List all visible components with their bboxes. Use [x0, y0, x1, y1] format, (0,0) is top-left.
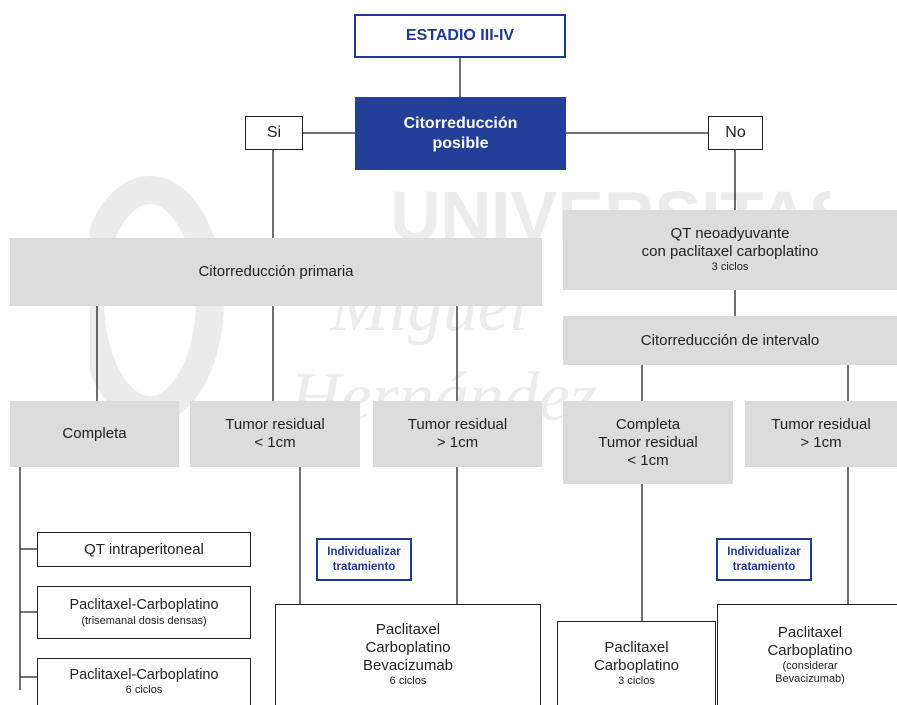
pc-six-line1: Paclitaxel-Carboplatino: [69, 666, 219, 683]
individualize-right-box: Individualizar tratamiento: [716, 538, 812, 581]
pcb-line3: Bevacizumab: [362, 657, 454, 675]
qt-intraperitoneal-box: QT intraperitoneal: [37, 532, 251, 567]
residual-lt-line2: < 1cm: [254, 434, 296, 451]
residual-gt-right-line2: > 1cm: [800, 434, 842, 451]
pc-bev-box: Paclitaxel Carboplatino (considerar Beva…: [717, 604, 897, 705]
interval-cytoreduction-box: Citorreducción de intervalo: [563, 316, 897, 365]
individualize-left-box: Individualizar tratamiento: [316, 538, 412, 581]
no-label: No: [725, 124, 746, 142]
complete-residual-line3: < 1cm: [627, 451, 669, 469]
qt-intraperitoneal-label: QT intraperitoneal: [84, 540, 204, 558]
individualize-left-line1: Individualizar: [327, 546, 401, 559]
complete-residual-line2: Tumor residual: [598, 433, 698, 451]
pcb-line4: 6 ciclos: [389, 675, 427, 688]
neoadjuvant-line1: QT neoadyuvante: [670, 225, 790, 243]
pc-bev-line4: Bevacizumab): [775, 673, 845, 685]
pc-dense-box: Paclitaxel-Carboplatino (trisemanal dosi…: [37, 586, 251, 639]
cytoreduction-possible-box: Citorreducción posible: [355, 97, 566, 170]
cytoreduction-possible-line1: Citorreducción: [403, 115, 518, 133]
neoadjuvant-cycles: 3 ciclos: [711, 261, 749, 274]
residual-gt-line2: > 1cm: [436, 434, 479, 451]
pc-three-line2: Carboplatino: [593, 656, 680, 674]
pc-three-box: Paclitaxel Carboplatino 3 ciclos: [557, 621, 716, 705]
complete-residual-box: Completa Tumor residual < 1cm: [563, 401, 733, 484]
pc-six-box: Paclitaxel-Carboplatino 6 ciclos: [37, 658, 251, 705]
complete-residual-line1: Completa: [615, 415, 681, 433]
residual-lt-line1: Tumor residual: [225, 416, 325, 433]
pc-dense-line1: Paclitaxel-Carboplatino: [69, 597, 219, 614]
residual-gt-right-box: Tumor residual > 1cm: [745, 401, 897, 467]
pc-bev-line2: Carboplatino: [767, 641, 853, 659]
residual-gt-right-line1: Tumor residual: [771, 416, 871, 433]
pc-six-line2: 6 ciclos: [125, 684, 163, 697]
individualize-left-line2: tratamiento: [332, 560, 396, 573]
pc-three-line3: 3 ciclos: [618, 674, 655, 687]
pc-three-line1: Paclitaxel: [604, 638, 669, 656]
complete-box: Completa: [10, 401, 179, 467]
interval-cytoreduction-label: Citorreducción de intervalo: [640, 331, 820, 349]
pcb-line2: Carboplatino: [365, 639, 451, 657]
stage-box: ESTADIO III-IV: [354, 14, 566, 58]
cytoreduction-possible-line2: posible: [432, 134, 489, 152]
yes-box: Si: [245, 116, 303, 150]
pc-dense-line2: (trisemanal dosis densas): [81, 614, 207, 627]
yes-label: Si: [266, 124, 282, 142]
stage-label: ESTADIO III-IV: [405, 27, 515, 45]
residual-gt-line1: Tumor residual: [407, 416, 508, 433]
pcb-line1: Paclitaxel: [375, 621, 441, 639]
complete-label: Completa: [62, 425, 127, 442]
primary-cytoreduction-box: Citorreducción primaria: [10, 238, 542, 306]
residual-lt-box: Tumor residual < 1cm: [190, 401, 360, 467]
pc-bev-line1: Paclitaxel: [777, 623, 843, 641]
no-box: No: [708, 116, 763, 150]
individualize-right-line1: Individualizar: [727, 546, 801, 559]
pc-bev-line3: (considerar: [782, 659, 838, 672]
pcb-box: Paclitaxel Carboplatino Bevacizumab 6 ci…: [275, 604, 541, 705]
residual-gt-box: Tumor residual > 1cm: [373, 401, 542, 467]
neoadjuvant-line2: con paclitaxel carboplatino: [641, 243, 819, 261]
primary-cytoreduction-label: Citorreducción primaria: [198, 263, 354, 280]
neoadjuvant-box: QT neoadyuvante con paclitaxel carboplat…: [563, 210, 897, 290]
individualize-right-line2: tratamiento: [732, 560, 796, 573]
